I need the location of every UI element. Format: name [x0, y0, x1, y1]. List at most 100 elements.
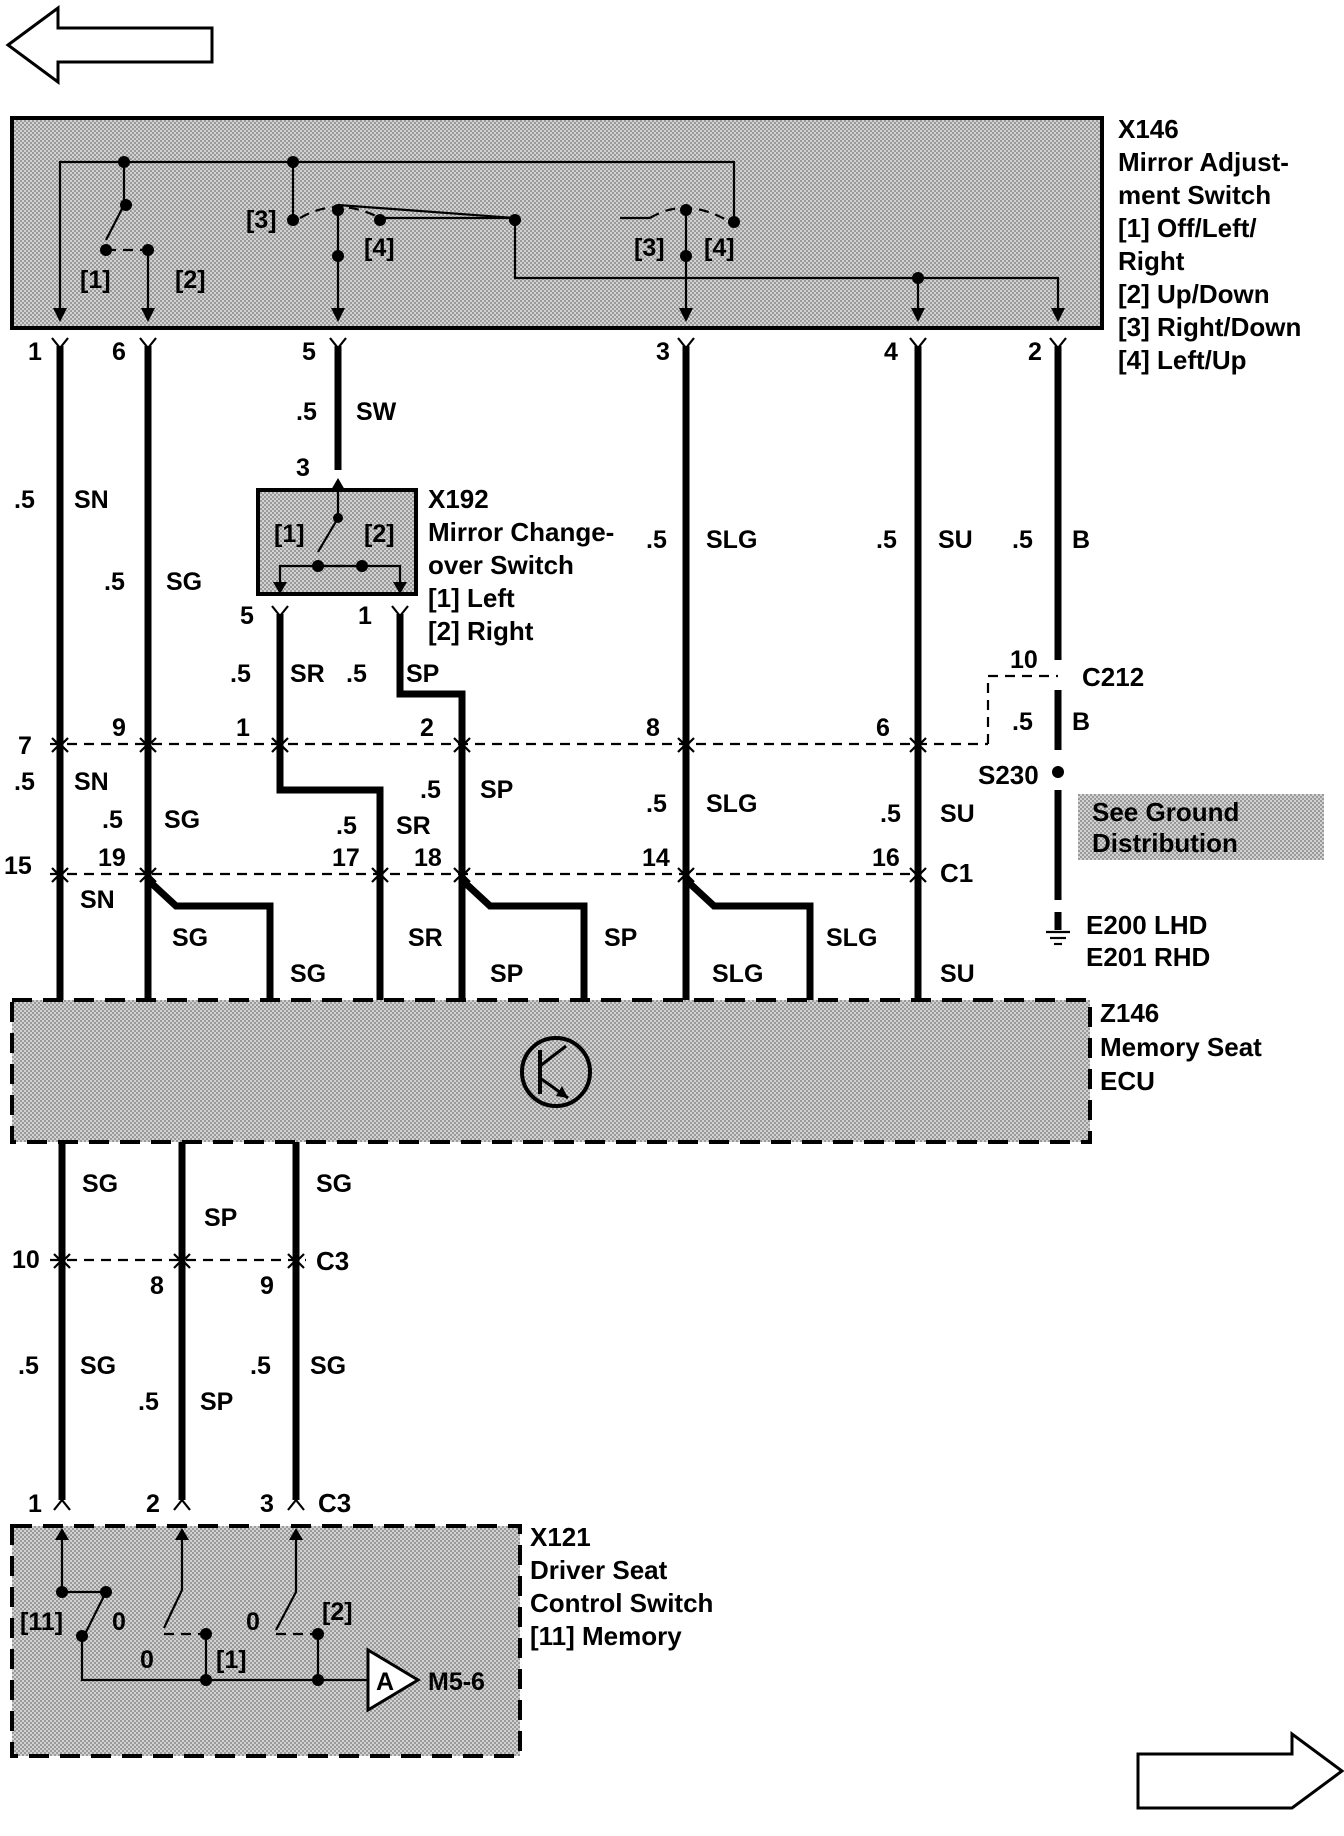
- label-wires-slg2-color: SLG: [706, 790, 757, 818]
- label-wires-lower_b-color: SP: [200, 1388, 233, 1416]
- label-components-x192-id: X192: [428, 484, 489, 514]
- back-arrow-icon[interactable]: [5, 5, 214, 85]
- label-pins-c3_upper-2: 9: [260, 1272, 274, 1300]
- label-wires-sw-color: SW: [356, 398, 397, 426]
- label-pins-c1_upper-3: 2: [420, 714, 434, 742]
- label-wires-b-size: .5: [1012, 526, 1033, 554]
- label-wires-sp3b: SP: [604, 924, 637, 952]
- label-components-x146-pos1b: Right: [1118, 246, 1185, 276]
- label-wires-b-color: B: [1072, 526, 1090, 554]
- label-wires-su3: SU: [940, 960, 975, 988]
- label-wires-sp-size: .5: [346, 660, 367, 688]
- x192-pins: 3 5 1: [240, 454, 409, 630]
- label-pins-c1_lower-4: 14: [642, 844, 670, 872]
- connector-marks: [51, 737, 927, 883]
- label-wires-sg2-color: SG: [164, 806, 200, 834]
- label-pins-c1_upper-0: 7: [18, 732, 32, 760]
- x146-legend: X146 Mirror Adjust- ment Switch [1] Off/…: [1118, 114, 1301, 375]
- label-connectors-c3b: C3: [318, 1488, 351, 1518]
- c1-lower-connector: 15 19 17 18 14 16 C1: [4, 844, 973, 888]
- ground-branch: 10 C212 S230 See Ground Distribution E20…: [978, 646, 1324, 972]
- x192-output-wires: [276, 614, 466, 1000]
- x146-sw2-label: [2]: [175, 266, 206, 294]
- label-components-x146-pos4: [4] Left/Up: [1118, 345, 1247, 375]
- label-connectors-ground_2: E201 RHD: [1086, 942, 1210, 972]
- label-wires-sg-size: .5: [104, 568, 125, 596]
- label-wires-sp2-size: .5: [420, 776, 441, 804]
- label-wires-sp-color: SP: [406, 660, 439, 688]
- label-wires-sr2-color: SR: [396, 812, 431, 840]
- label-wires-b2-size: .5: [1012, 708, 1033, 736]
- label-wires-slg2-size: .5: [646, 790, 667, 818]
- label-wires-sg2-size: .5: [102, 806, 123, 834]
- x121-legend: X121 Driver Seat Control Switch [11] Mem…: [530, 1522, 713, 1651]
- label-connectors-c212: C212: [1082, 662, 1144, 692]
- label-pins-x192-2: 1: [358, 602, 372, 630]
- label-components-x121-sw2: [2]: [322, 1598, 353, 1626]
- label-wires-slg3b: SLG: [826, 924, 877, 952]
- label-pins-c3_upper-1: 8: [150, 1272, 164, 1300]
- label-pins-c1_lower-5: 16: [872, 844, 900, 872]
- label-wires-sg3b: SG: [290, 960, 326, 988]
- label-pins-c3_upper-0: 10: [12, 1246, 40, 1274]
- lower-wires: SG SP SG 10 8 9 C3 .5 SG .5 SP .5 SG 1 2…: [12, 1142, 352, 1518]
- label-pins-c1_lower-0: 15: [4, 852, 32, 880]
- label-pins-x121-2: 3: [260, 1490, 274, 1518]
- label-wires-sg-color: SG: [166, 568, 202, 596]
- label-connectors-ground_note_1: See Ground: [1092, 797, 1239, 827]
- label-pins-x192-0: 3: [296, 454, 310, 482]
- label-components-x121-pos11: [11] Memory: [530, 1621, 682, 1651]
- label-components-x146-id: X146: [1118, 114, 1179, 144]
- label-components-x146-pos2: [2] Up/Down: [1118, 279, 1270, 309]
- label-pins-c1_lower-1: 19: [98, 844, 126, 872]
- label-pins-x146-0: 1: [28, 338, 42, 366]
- forward-arrow-icon[interactable]: [1136, 1731, 1344, 1810]
- label-wires-lower_c-top: SG: [316, 1170, 352, 1198]
- x121-driver-seat-control-switch: A M5-6 [11] 0 0 [1] 0 [2]: [10, 1524, 522, 1758]
- label-pins-c1_upper-4: 8: [646, 714, 660, 742]
- label-connectors-c3a: C3: [316, 1246, 349, 1276]
- label-connectors-c1: C1: [940, 858, 973, 888]
- x192-mirror-changeover-switch: [1] [2]: [256, 478, 418, 596]
- x146-sw4b-label: [4]: [704, 234, 735, 262]
- label-wires-lower_a-size: .5: [18, 1352, 39, 1380]
- label-connectors-ground_note_2: Distribution: [1092, 828, 1238, 858]
- label-wires-sp2-color: SP: [480, 776, 513, 804]
- x146-sw1-label: [1]: [80, 266, 111, 294]
- label-wires-sr3: SR: [408, 924, 443, 952]
- z146-legend: Z146 Memory Seat ECU: [1100, 998, 1262, 1096]
- x146-sw3b-label: [3]: [634, 234, 665, 262]
- label-components-z146-name_line2: ECU: [1100, 1066, 1155, 1096]
- label-components-x192-name_line1: Mirror Change-: [428, 517, 614, 547]
- label-wires-sp3a: SP: [490, 960, 523, 988]
- label-wires-su-color: SU: [938, 526, 973, 554]
- label-components-x121-sw1: [1]: [216, 1646, 247, 1674]
- label-wires-slg3a: SLG: [712, 960, 763, 988]
- label-components-x121-zero3: 0: [246, 1608, 260, 1636]
- label-pins-x146-4: 4: [884, 338, 898, 366]
- label-components-x121-ref: M5-6: [428, 1668, 485, 1696]
- label-connectors-s230: S230: [978, 760, 1039, 790]
- label-components-x192-sw1: [1]: [274, 520, 305, 548]
- label-wires-lower_c-color: SG: [310, 1352, 346, 1380]
- label-wires-lower_a-color: SG: [80, 1352, 116, 1380]
- label-components-x121-ref_letter: A: [376, 1668, 394, 1696]
- label-components-x121-zero2: 0: [140, 1646, 154, 1674]
- label-pins-c1_lower-2: 17: [332, 844, 360, 872]
- x146-sw4a-label: [4]: [364, 234, 395, 262]
- wire-labels-upper: .5 SN .5 SG .5 SW .5 SR .5 SP .5 SLG .5 …: [14, 398, 1090, 736]
- label-components-x121-sw11: [11]: [20, 1608, 63, 1636]
- label-wires-su-size: .5: [876, 526, 897, 554]
- label-wires-su2-color: SU: [940, 800, 975, 828]
- wire-labels-lower: SN SG SG SR SP SP SLG SLG SU: [80, 886, 975, 988]
- label-wires-lower_c-size: .5: [250, 1352, 271, 1380]
- label-pins-x146-1: 6: [112, 338, 126, 366]
- label-wires-sn2-size: .5: [14, 768, 35, 796]
- label-pins-x192-1: 5: [240, 602, 254, 630]
- label-wires-lower_b-top: SP: [204, 1204, 237, 1232]
- label-wires-sr-color: SR: [290, 660, 325, 688]
- label-pins-c1_lower-3: 18: [414, 844, 442, 872]
- label-components-x192-pos1: [1] Left: [428, 583, 515, 613]
- label-components-x192-sw2: [2]: [364, 520, 395, 548]
